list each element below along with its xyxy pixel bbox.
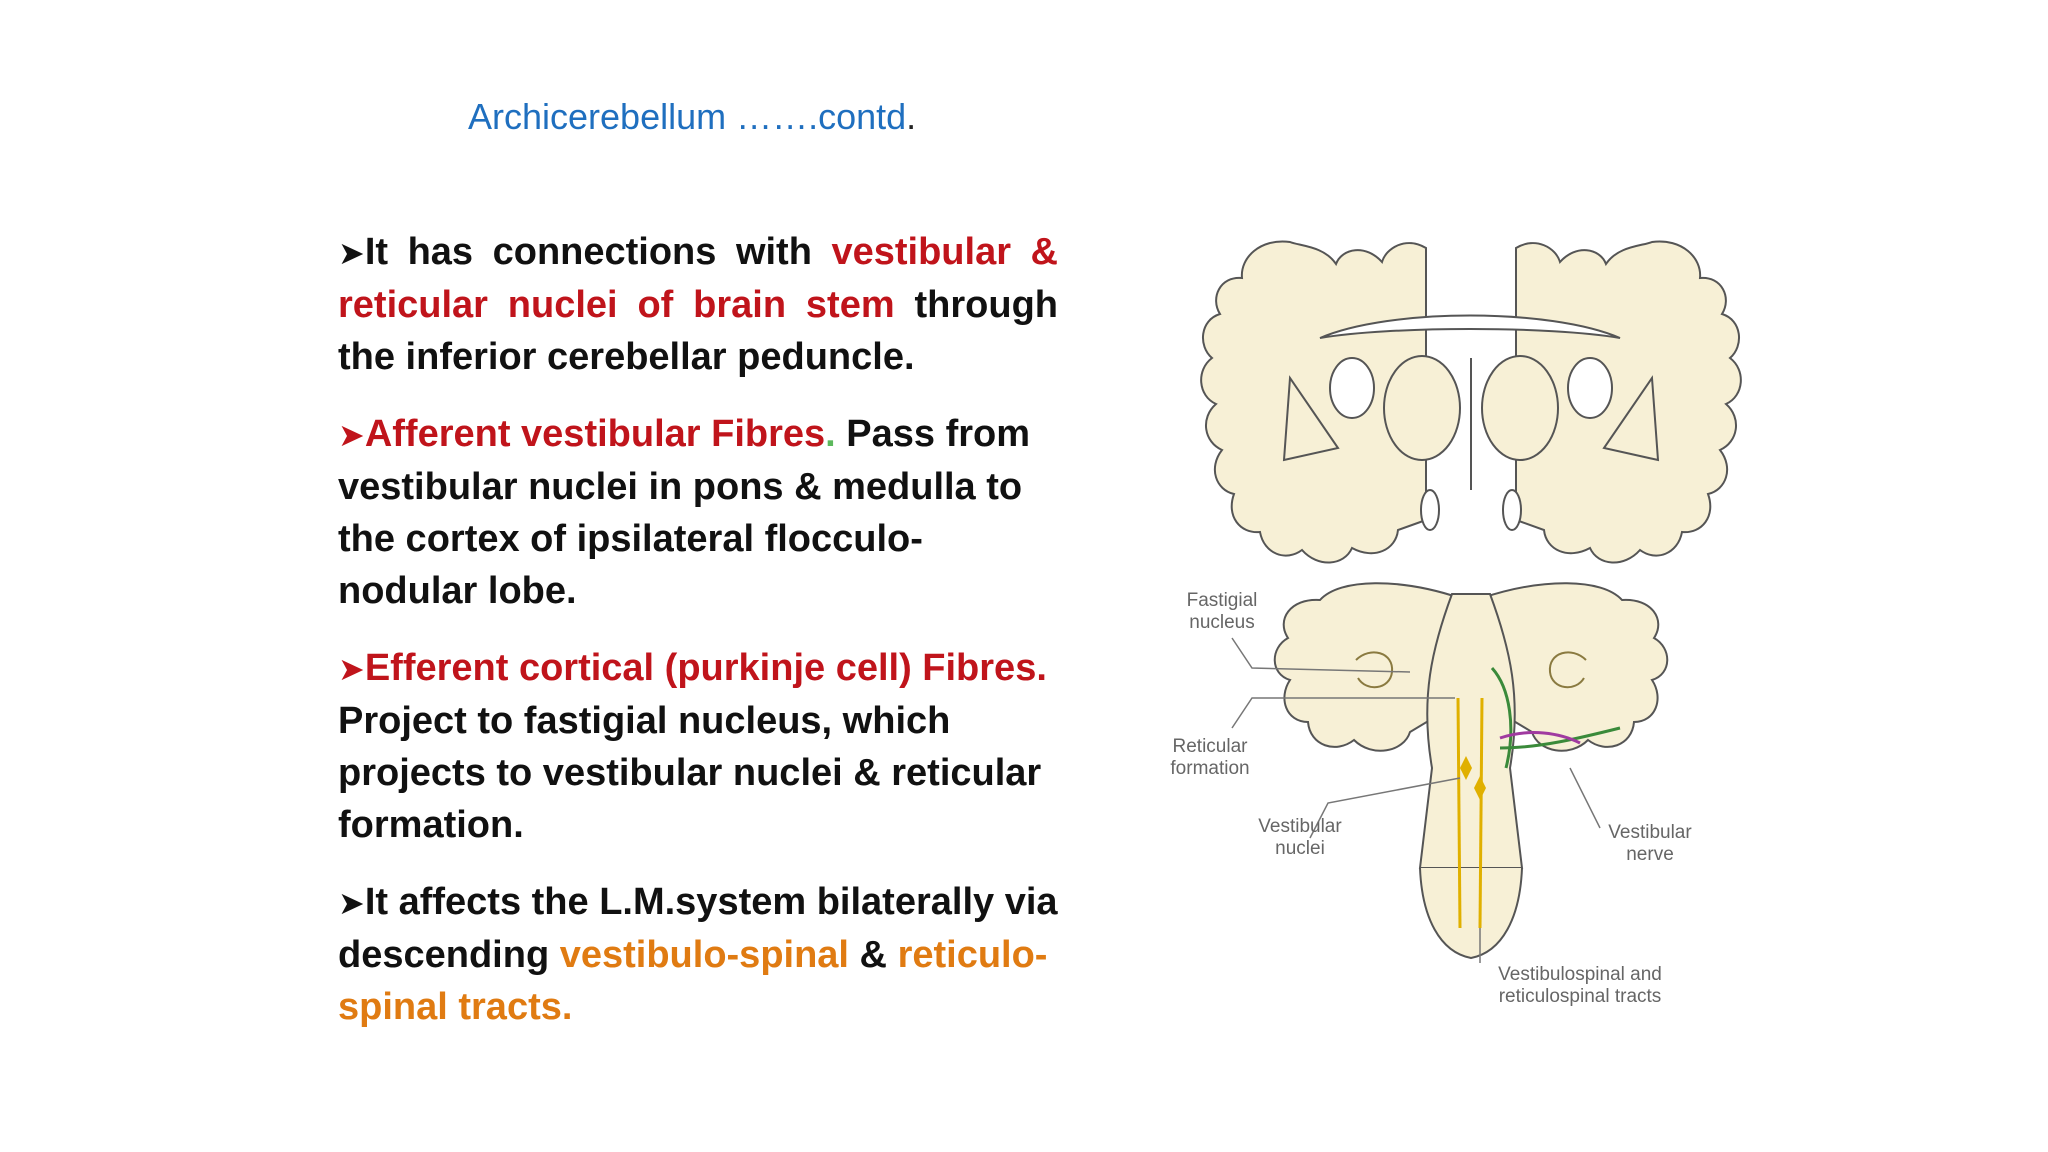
- bullet-list: ➤It has connections with vestibular & re…: [338, 226, 1058, 1058]
- label-tracts-line2: reticulospinal tracts: [1499, 986, 1662, 1007]
- bullet-afferent-dot: .: [825, 413, 836, 455]
- label-reticular-line1: Reticular: [1173, 736, 1249, 757]
- bullet-connections-text-b: through the inferior cerebellar peduncle…: [338, 284, 1058, 378]
- deep-structures: [1282, 314, 1660, 531]
- left-cerebellar-hemisphere: [1273, 582, 1462, 752]
- bullet-lm-system: ➤It affects the L.M.system bilaterally v…: [338, 876, 1058, 1033]
- arrow-bullet-icon: ➤: [338, 650, 365, 688]
- bullet-connections-highlight: vestibular & reticular nuclei of brain s…: [338, 231, 1058, 326]
- vestibular-nerve-leader: [1569, 767, 1601, 829]
- reticular-formation-marker: [1474, 776, 1486, 800]
- leader-lines: [1231, 637, 1601, 963]
- label-vestibular-nerve-line1: Vestibular: [1608, 822, 1692, 843]
- right-hemisphere: [1515, 240, 1742, 564]
- brain-diagram: Fastigial nucleus Reticular formation Ve…: [1160, 228, 1780, 1018]
- label-fastigial-line2: nucleus: [1189, 612, 1255, 633]
- reticular-leader: [1231, 697, 1455, 729]
- afferent-fibre: [1490, 666, 1513, 769]
- bullet-lm-system-text-a: It affects the L.M.system bilaterally vi…: [338, 881, 1058, 976]
- right-dentate: [1548, 651, 1587, 688]
- vestibular-nucleus-marker: [1460, 756, 1472, 780]
- arrow-bullet-icon: ➤: [338, 416, 365, 454]
- tracts: [1456, 666, 1621, 929]
- right-caudate: [1567, 357, 1613, 419]
- bullet-lm-system-highlight-a: vestibulo-spinal: [559, 934, 849, 976]
- reticulospinal-tract: [1478, 697, 1484, 929]
- right-cerebellar-hemisphere: [1480, 582, 1669, 752]
- bullet-afferent-text: Pass from vestibular nuclei in pons & me…: [338, 413, 1031, 612]
- label-reticular-line2: formation: [1170, 758, 1249, 779]
- label-fastigial-line1: Fastigial: [1187, 590, 1258, 611]
- brain-diagram-svg: Fastigial nucleus Reticular formation Ve…: [1170, 240, 1742, 1007]
- right-peduncle-oval: [1502, 489, 1522, 531]
- bullet-lm-system-highlight-b: reticulo-spinal tracts.: [338, 934, 1048, 1028]
- slide-title-text: Archicerebellum …….contd: [468, 96, 907, 137]
- label-tracts-line1: Vestibulospinal and: [1498, 964, 1662, 985]
- left-caudate: [1329, 357, 1375, 419]
- label-vestibular-nuclei-line2: nuclei: [1275, 838, 1325, 859]
- bullet-connections: ➤It has connections with vestibular & re…: [338, 226, 1058, 383]
- arrow-bullet-icon: ➤: [338, 234, 365, 272]
- label-vestibular-nerve-line2: nerve: [1626, 844, 1674, 865]
- fastigial-leader: [1231, 637, 1411, 673]
- left-peduncle-oval: [1420, 489, 1440, 531]
- bullet-lm-system-text-b: &: [849, 934, 898, 976]
- brainstem: [1418, 593, 1524, 960]
- right-thalamus: [1481, 355, 1559, 461]
- bullet-afferent: ➤Afferent vestibular Fibres. Pass from v…: [338, 408, 1058, 617]
- corpus-callosum: [1319, 314, 1621, 339]
- cerebellum: [1273, 582, 1669, 752]
- efferent-fibre: [1499, 731, 1581, 745]
- slide-title: Archicerebellum …….contd.: [468, 96, 916, 138]
- bullet-connections-text-a: It has connections with: [364, 231, 832, 273]
- slide-title-period: .: [906, 96, 917, 137]
- left-putamen: [1282, 375, 1340, 462]
- arrow-bullet-icon: ➤: [338, 884, 365, 922]
- bullet-efferent-highlight: Efferent cortical (purkinje cell) Fibres…: [364, 647, 1047, 689]
- left-hemisphere: [1200, 240, 1427, 564]
- label-vestibular-nuclei-line1: Vestibular: [1258, 816, 1342, 837]
- diagram-labels: Fastigial nucleus Reticular formation Ve…: [1170, 590, 1692, 1007]
- bullet-efferent-text: Project to fastigial nucleus, which proj…: [338, 700, 1042, 846]
- vestibular-nuclei-leader: [1309, 777, 1461, 839]
- vestibulospinal-tract: [1456, 697, 1462, 929]
- bullet-afferent-highlight: Afferent vestibular Fibres: [364, 413, 826, 455]
- vestibular-nerve-fibre: [1499, 726, 1621, 750]
- cerebrum: [1200, 240, 1742, 564]
- spinal-cord-top: [1419, 867, 1523, 960]
- left-thalamus: [1383, 355, 1461, 461]
- right-putamen: [1602, 375, 1660, 462]
- bullet-efferent: ➤Efferent cortical (purkinje cell) Fibre…: [338, 642, 1058, 851]
